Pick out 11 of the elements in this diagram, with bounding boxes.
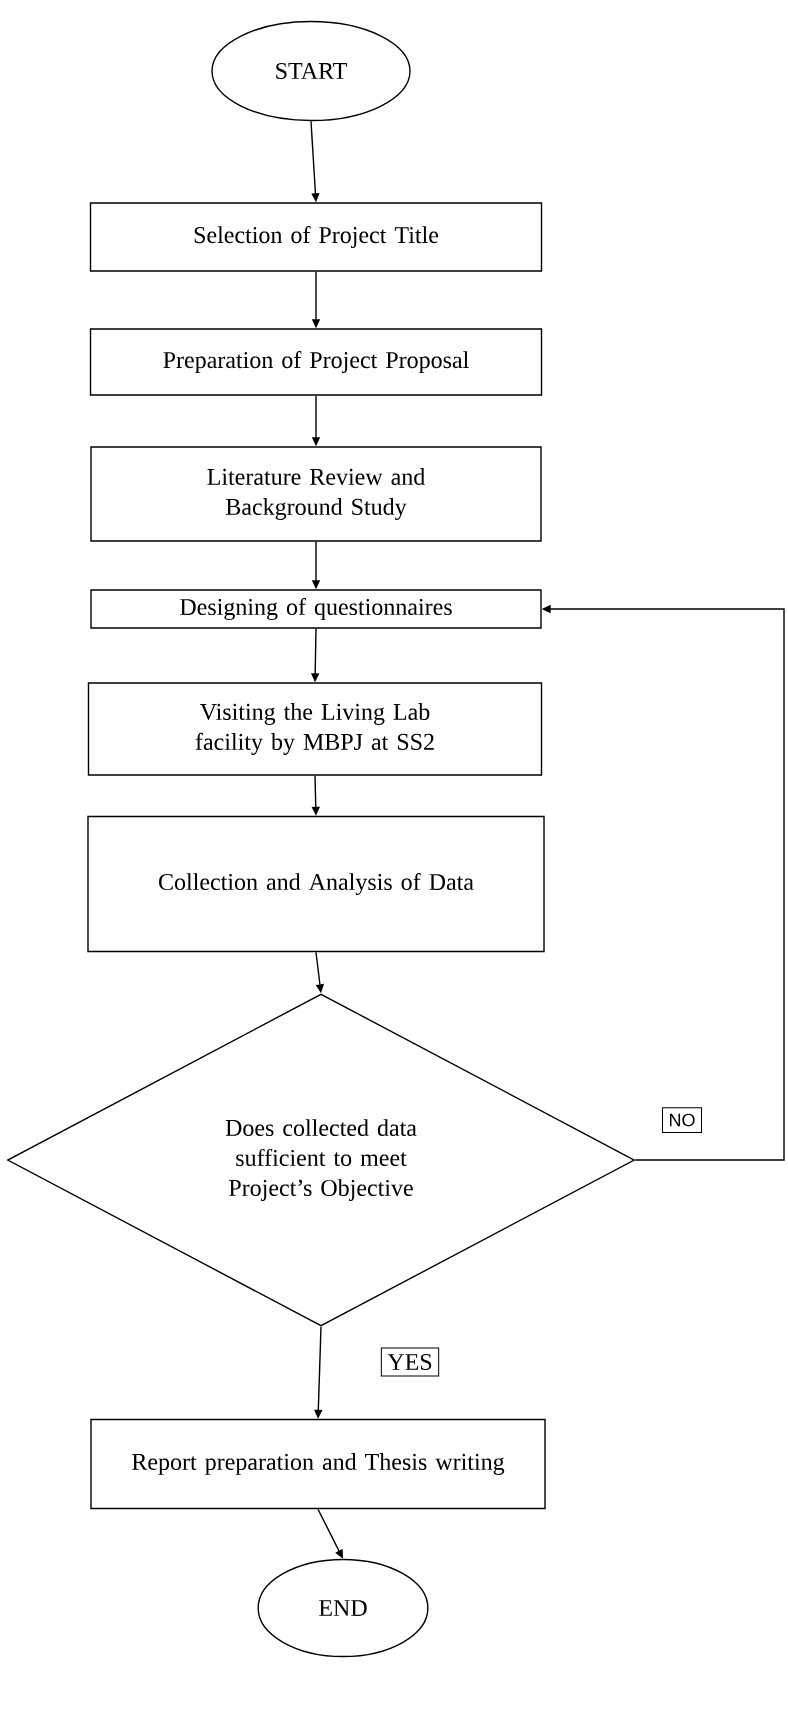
start-oval: START: [211, 20, 411, 122]
process-box: Report preparation and Thesis writing: [90, 1418, 546, 1510]
process-box: Preparation of Project Proposal: [89, 328, 543, 396]
process-box: Designing of questionnaires: [90, 589, 542, 629]
edge-label: YES: [380, 1347, 440, 1377]
process-box: Literature Review and Background Study: [90, 446, 542, 542]
process-box: Selection of Project Title: [89, 202, 543, 272]
edge-label: NO: [662, 1107, 702, 1133]
process-box: Collection and Analysis of Data: [87, 815, 545, 953]
end-oval: END: [257, 1558, 429, 1658]
process-box: Visiting the Living Lab facility by MBPJ at SS2: [87, 682, 543, 776]
